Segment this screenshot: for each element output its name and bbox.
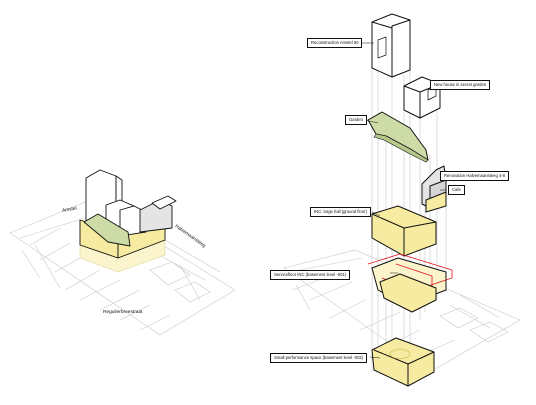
exploded-blocks xyxy=(367,13,453,387)
block-garden xyxy=(367,111,429,163)
callout-new-house: New house in secret garden xyxy=(430,80,491,91)
callout-small-performance: Small performance space (basement level … xyxy=(270,353,368,364)
block-reconstruction-amstel xyxy=(371,13,411,78)
callout-inc-hall: INC: large hall (ground floor) xyxy=(310,207,371,218)
block-small-performance xyxy=(371,337,435,387)
callout-reconstruction-amstel: Reconstruction Amstel 50 xyxy=(307,38,363,49)
callout-cafe: Cafe xyxy=(448,185,465,196)
callout-garden: Garden xyxy=(345,115,367,126)
street-label-regulierbreestraat: Regulierbreestraat xyxy=(103,310,143,315)
left-assembly xyxy=(79,169,177,273)
block-inc-hall xyxy=(371,205,437,257)
callout-servicefloor: Servicefloor INC (basement level -001) xyxy=(270,270,351,281)
right-site-plan xyxy=(283,249,521,373)
callout-renovation: Renovation Halvemaansteeg 4-8 xyxy=(440,171,509,182)
block-servicefloor xyxy=(367,253,453,313)
